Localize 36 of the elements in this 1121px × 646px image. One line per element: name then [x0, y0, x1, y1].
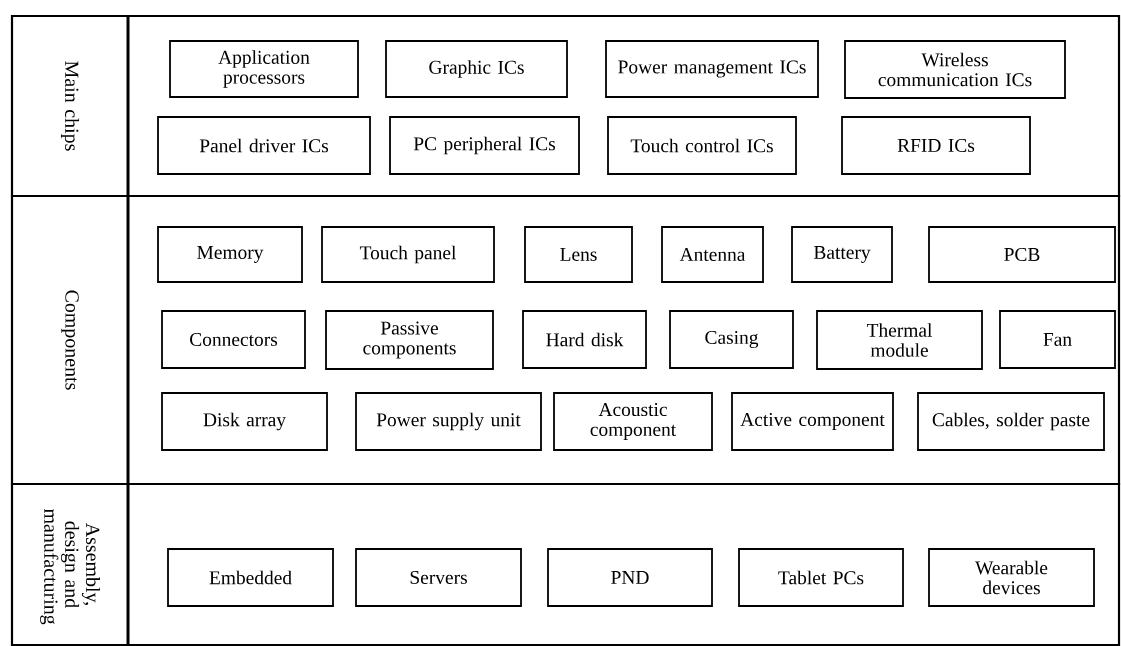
item-box: PC peripheral ICs	[389, 116, 580, 175]
item-box: Acoustic component	[553, 392, 713, 451]
item-box: Power supply unit	[355, 392, 542, 451]
item-box: Thermal module	[816, 310, 983, 370]
item-box: Connectors	[161, 310, 306, 369]
item-box: Battery	[791, 226, 893, 283]
item-box: Servers	[355, 548, 522, 607]
item-box: Touch panel	[321, 226, 495, 283]
item-box: Active component	[731, 392, 894, 451]
item-box: PCB	[928, 226, 1116, 283]
item-box: Disk array	[161, 392, 328, 451]
row-band	[10, 194, 1121, 486]
item-box: Wearable devices	[928, 548, 1095, 607]
item-box: Hard disk	[522, 310, 647, 369]
item-box: Casing	[669, 310, 794, 369]
item-box: Memory	[157, 226, 303, 283]
row-heading: Components	[61, 290, 79, 390]
row-heading: Assembly, design and manufacturing	[40, 508, 100, 625]
item-box: Fan	[999, 310, 1116, 369]
item-box: Lens	[524, 226, 633, 283]
item-box: Antenna	[661, 226, 764, 283]
item-box: RFID ICs	[841, 116, 1031, 175]
item-box: Panel driver ICs	[157, 116, 371, 175]
row-band	[10, 14, 1121, 198]
item-box: Graphic ICs	[385, 40, 568, 98]
item-box: Embedded	[167, 548, 334, 607]
row-heading: Main chips	[61, 61, 80, 151]
item-box: Application processors	[169, 40, 359, 98]
item-box: Power management ICs	[605, 40, 819, 98]
item-box: Wireless communication ICs	[844, 40, 1066, 99]
item-box: PND	[547, 548, 713, 607]
item-box: Tablet PCs	[738, 548, 904, 607]
item-box: Passive components	[325, 310, 494, 370]
item-box: Cables, solder paste	[917, 392, 1105, 451]
row-band	[10, 482, 1121, 646]
item-box: Touch control ICs	[607, 116, 797, 175]
